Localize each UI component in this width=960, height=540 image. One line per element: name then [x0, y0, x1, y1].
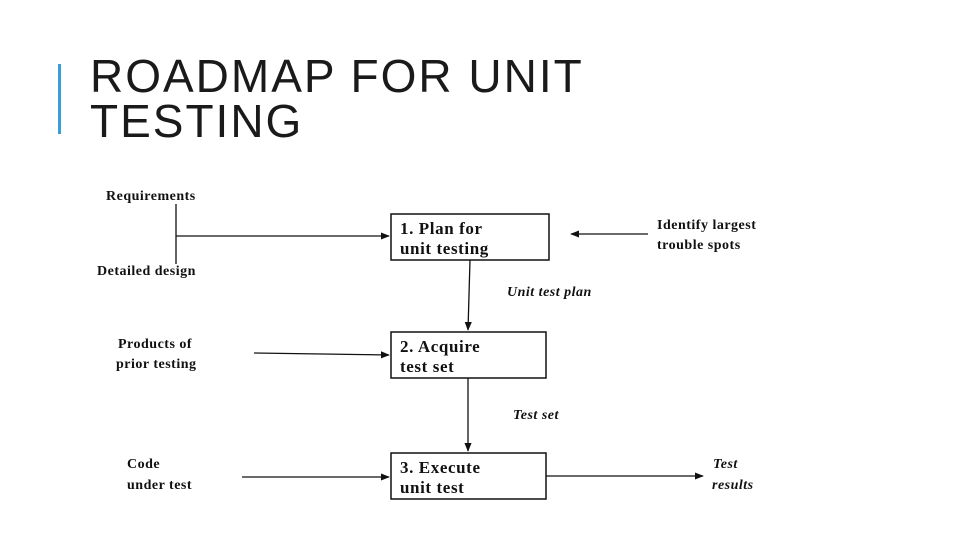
step-box-plan: 1. Plan for unit testing: [390, 213, 550, 261]
input-trouble-spots-line1: Identify largest: [657, 218, 756, 233]
step-box-acquire-border: [390, 331, 547, 379]
title-accent-bar: [58, 64, 61, 134]
step-execute-label-line1: 3. Execute: [400, 458, 481, 477]
page-title: ROADMAP FOR UNIT TESTING: [90, 50, 584, 147]
step-acquire-label-line1: 2. Acquire: [400, 337, 480, 356]
step-box-acquire: 2. Acquire test set: [390, 331, 547, 379]
input-code-line1: Code: [127, 457, 160, 472]
output-test-results-line1: Test: [713, 457, 738, 472]
input-detailed-design: Detailed design: [97, 264, 196, 279]
step-box-execute-border: [390, 452, 547, 500]
step-plan-label-line1: 1. Plan for: [400, 219, 483, 238]
step-acquire-label-line2: test set: [400, 357, 454, 376]
input-trouble-spots-line2: trouble spots: [657, 238, 741, 253]
step-plan-label-line2: unit testing: [400, 239, 489, 258]
step-execute-label-line2: unit test: [400, 478, 464, 497]
step-box-plan-border: [390, 213, 550, 261]
input-requirements: Requirements: [106, 189, 196, 204]
step-box-execute: 3. Execute unit test: [390, 452, 547, 500]
arrow-prior-testing-to-acquire: [253, 351, 390, 359]
title-line-2: TESTING: [90, 95, 304, 147]
output-test-results-line2: results: [712, 478, 754, 493]
flow-test-set: Test set: [513, 408, 559, 423]
input-code-line2: under test: [127, 478, 192, 493]
flow-unit-test-plan: Unit test plan: [507, 285, 592, 300]
arrow-plan-to-acquire: [464, 259, 472, 331]
input-prior-testing-line2: prior testing: [116, 357, 197, 372]
title-line-1: ROADMAP FOR UNIT: [90, 50, 584, 102]
input-prior-testing-line1: Products of: [118, 337, 192, 352]
